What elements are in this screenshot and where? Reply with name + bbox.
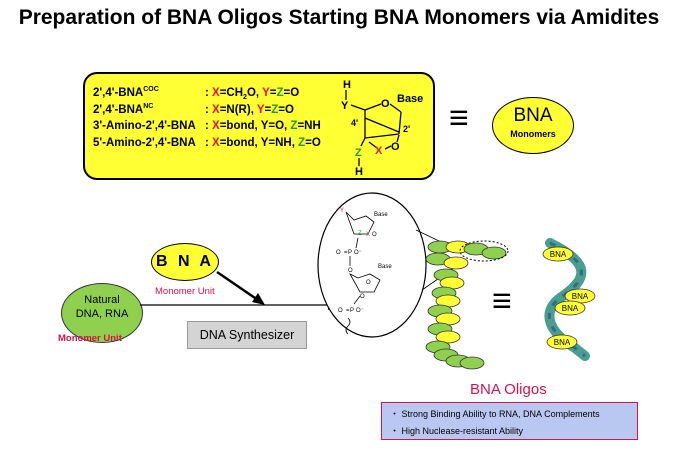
monomer-name: 5'-Amino-2',4'-BNA [93, 137, 196, 149]
dna-synthesizer-box: DNA Synthesizer [187, 321, 307, 349]
struct-2prime: 2' [403, 124, 410, 134]
helix-bna-label: BNA [542, 246, 574, 262]
svg-text:BNA: BNA [550, 250, 567, 259]
zoom-o6: O [338, 308, 343, 314]
zoom-y: Y [340, 208, 344, 214]
bna-structure: H Y O Base 4' 2' Z H X O [341, 79, 423, 178]
svg-text:=: = [344, 250, 348, 256]
bna-monomers-title: BNA [513, 105, 553, 126]
equivalence-symbol-2: ≡ [492, 282, 512, 320]
helix-bna-label: BNA [546, 334, 578, 350]
monomer-row: 3'-Amino-2',4'-BNA: X=bond, Y=O, Z=NH [93, 120, 321, 132]
struct-h-top: H [343, 79, 351, 91]
helix-bna-label: BNA [554, 300, 586, 316]
monomer-row: 2',4'-BNANC: X=N(R), Y=Z=O [93, 103, 294, 116]
monomer-row: 2',4'-BNACOC: X=CH2O, Y=Z=O [93, 86, 300, 102]
zoom-base1: Base [374, 212, 388, 218]
bna-oligos-title: BNA Oligos [470, 381, 547, 398]
bna-helix: BNA BNA BNA BNA [542, 238, 596, 361]
svg-text:Z: Z [358, 231, 362, 237]
bna-arrow-head [252, 293, 265, 305]
bna-monomers-subtitle: Monomers [510, 129, 556, 139]
zoom-ominus2: O⁻ [356, 308, 364, 314]
bna-bead [443, 256, 469, 270]
natural-line1: Natural [84, 294, 120, 306]
oligo-properties-box: ・ Strong Binding Ability to RNA, DNA Com… [381, 402, 638, 440]
zoom-p1: P [348, 250, 352, 256]
bna-oligo-chain [425, 240, 509, 370]
zoom-ominus1: O⁻ [354, 250, 362, 256]
struct-base: Base [397, 93, 423, 105]
bna-unit-label: Monomer Unit [155, 286, 215, 297]
struct-4prime: 4' [351, 118, 358, 128]
svg-text:BNA: BNA [572, 292, 589, 301]
monomer-name: 2',4'-BNANC [93, 103, 154, 116]
zoom-o5: O [360, 294, 365, 300]
natural-unit-label: Monomer Unit [58, 333, 122, 344]
struct-z: Z [355, 147, 362, 159]
struct-x: X [375, 145, 383, 157]
bna-unit-oval: B N A [151, 243, 219, 281]
svg-text:X: X [366, 232, 370, 238]
monomer-name: 2',4'-BNACOC [93, 86, 159, 99]
svg-text:BNA: BNA [554, 338, 571, 347]
zoom-p2: P [350, 308, 354, 314]
natural-monomer-oval: Natural DNA, RNA [61, 283, 143, 343]
struct-o1: O [381, 98, 390, 110]
backbone-zoom-bubble: Y Base Z X O O = P O⁻ O Base O O O = P O… [317, 192, 459, 338]
oligo-property-2: ・ High Nuclease-resistant Ability [390, 426, 524, 436]
monomer-name: 3'-Amino-2',4'-BNA [93, 120, 196, 132]
bna-arrow-line [216, 270, 259, 302]
helix-bna-label: BNA [564, 288, 596, 304]
zoom-o1: O [372, 232, 377, 238]
struct-y: Y [341, 100, 349, 112]
bna-monomers-oval: BNA Monomers [492, 97, 574, 154]
zoom-o4: O [366, 280, 371, 286]
struct-o2: O [391, 141, 400, 153]
struct-h-bottom: H [355, 166, 363, 178]
equivalence-symbol: ≡ [449, 99, 469, 137]
natural-line2: DNA, RNA [75, 308, 129, 320]
highlight-dashed-ring [459, 240, 509, 262]
oligo-property-1: ・ Strong Binding Ability to RNA, DNA Com… [390, 409, 600, 419]
natural-bead [459, 356, 485, 370]
zoom-o3: O [348, 268, 353, 274]
bna-bead [435, 330, 461, 344]
zoom-base2: Base [378, 264, 392, 270]
svg-text:BNA: BNA [562, 304, 579, 313]
page-title: Preparation of BNA Oligos Starting BNA M… [18, 6, 660, 29]
zoom-o2: O [336, 250, 341, 256]
monomer-row: 5'-Amino-2',4'-BNA: X=bond, Y=NH, Z=O [93, 137, 321, 149]
svg-text:=: = [346, 308, 350, 314]
natural-bead [481, 246, 507, 260]
